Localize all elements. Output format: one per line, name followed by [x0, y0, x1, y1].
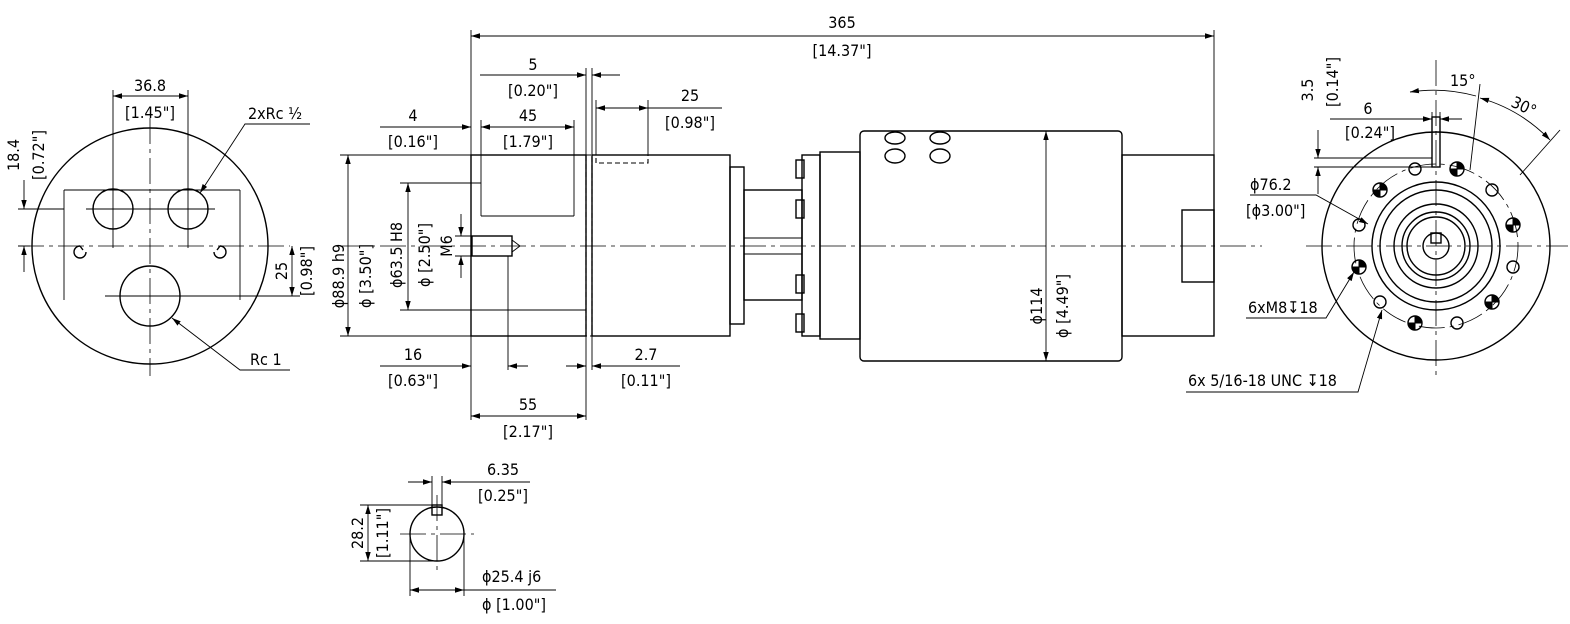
shaft-thread-m6 [471, 235, 513, 257]
right-end-view: 3.5 [0.14"] 6 [0.24"] 15° 30° ϕ76.2 [ϕ3.… [1186, 57, 1568, 393]
dim-dia-63-5: ϕ63.5 H8 [387, 222, 406, 288]
dim-dia-88-9: ϕ88.9 h9 [329, 244, 348, 308]
dim-0-72-in: [0.72"] [29, 130, 48, 180]
dim-1-11-in: [1.11"] [373, 508, 392, 558]
dim-0-25-in: [0.25"] [478, 486, 528, 505]
pilot-flange [470, 154, 587, 337]
label-2xrc-half: 2xRc ½ [248, 104, 302, 123]
dim-6-35: 6.35 [487, 460, 519, 479]
rotation-symbol-left [73, 245, 87, 259]
dim-5: 5 [528, 55, 537, 74]
dim-6: 6 [1363, 99, 1372, 118]
metric-holes [1351, 161, 1521, 331]
dim-dia-3-00-in: [ϕ3.00"] [1246, 201, 1305, 220]
dim-1-45-in: [1.45"] [125, 103, 175, 122]
dim-dia-25-4: ϕ25.4 j6 [482, 567, 541, 586]
dim-dia-114: ϕ114 [1027, 288, 1046, 325]
shaft-section-view: 6.35 [0.25"] 28.2 [1.11"] ϕ25.4 j6 ϕ [1.… [348, 460, 556, 614]
dim-36-8: 36.8 [134, 76, 166, 95]
left-end-view: 36.8 [1.45"] 18.4 [0.72"] 25 [0.98"] 2xR… [4, 76, 316, 376]
thread-unc: 6x 5/16-18 UNC ↧18 [1188, 371, 1337, 390]
gearbox-housing [591, 154, 731, 337]
dim-0-16-in: [0.16"] [388, 132, 438, 151]
rotation-symbol-right [213, 245, 227, 259]
dim-365: 365 [828, 13, 855, 32]
label-rc-1: Rc 1 [250, 350, 282, 369]
dim-1-79-in: [1.79"] [503, 132, 553, 151]
dim-dia-2-50-in: ϕ [2.50"] [415, 223, 434, 287]
adapter-neck [743, 189, 803, 301]
dim-25-left: 25 [272, 262, 291, 280]
dim-14-37-in: [14.37"] [812, 41, 871, 60]
dim-2-17-in: [2.17"] [503, 422, 553, 441]
angle-15: 15° [1450, 71, 1476, 90]
dim-2-7: 2.7 [635, 345, 658, 364]
dim-m6: M6 [437, 235, 456, 257]
dim-0-98-in-top: [0.98"] [665, 113, 715, 132]
dim-dia-1-00-in: ϕ [1.00"] [482, 595, 546, 614]
dim-dia-3-50-in: ϕ [3.50"] [356, 244, 375, 308]
angle-30: 30° [1508, 92, 1539, 120]
dim-0-63-in: [0.63"] [388, 371, 438, 390]
dim-0-14-in: [0.14"] [1323, 57, 1342, 107]
dim-25-top: 25 [681, 86, 699, 105]
dim-0-24-in: [0.24"] [1345, 123, 1395, 142]
dim-3-5: 3.5 [1298, 79, 1317, 102]
dim-dia-76-2: ϕ76.2 [1250, 175, 1292, 194]
dim-28-2: 28.2 [348, 517, 367, 549]
dim-dia-4-49-in: ϕ [4.49"] [1053, 274, 1072, 338]
dim-18-4: 18.4 [4, 139, 23, 171]
side-view: 365 [14.37"] 5 [0.20"] 25 [0.98"] 4 [0.1… [329, 13, 1262, 441]
dim-4: 4 [408, 106, 417, 125]
dim-0-20-in: [0.20"] [508, 81, 558, 100]
dim-45: 45 [519, 106, 537, 125]
unc-holes [1352, 162, 1520, 330]
dim-0-98-in-left: [0.98"] [297, 246, 316, 296]
dim-55: 55 [519, 395, 537, 414]
dim-0-11-in: [0.11"] [621, 371, 671, 390]
dim-16: 16 [404, 345, 422, 364]
rear-cover [1121, 154, 1215, 337]
thread-m8: 6xM8↧18 [1248, 298, 1318, 317]
